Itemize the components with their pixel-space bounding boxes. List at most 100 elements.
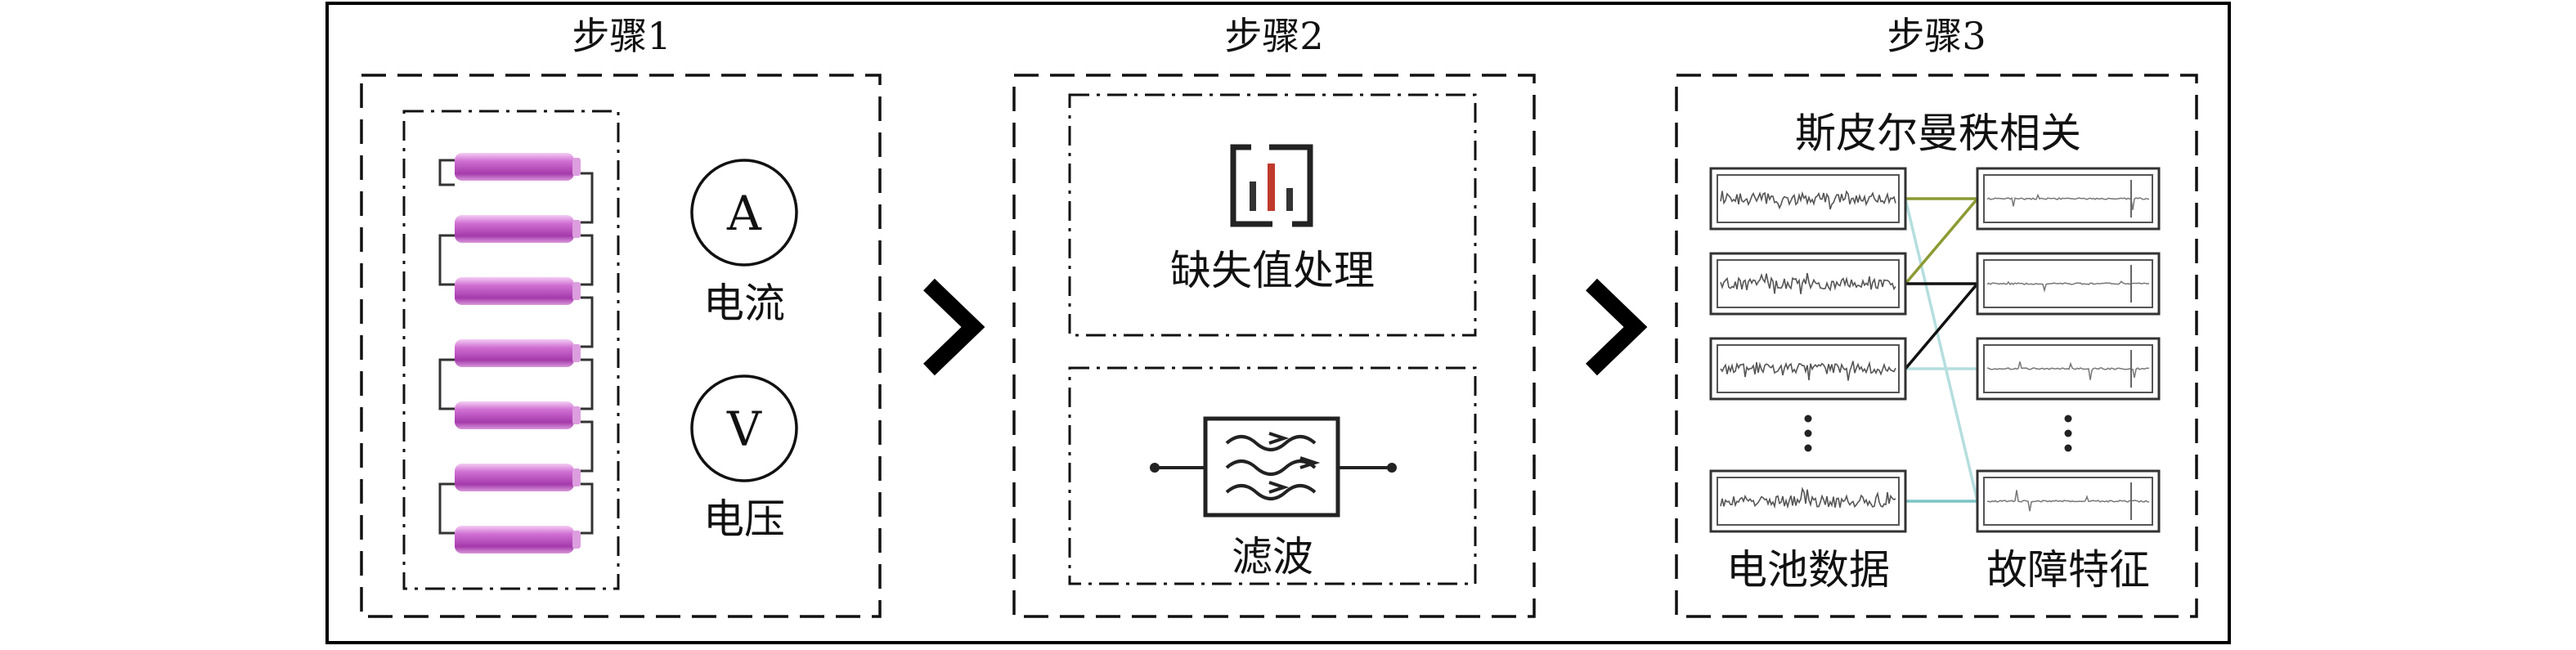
correlation-links (1904, 197, 1979, 503)
step2-panel: 缺失值处理 滤波 (1012, 74, 1536, 618)
step3-frame (1675, 74, 2198, 618)
icon-bracket-left (1230, 144, 1272, 227)
step1-title: 步骤1 (572, 14, 671, 58)
battery-body (455, 464, 574, 491)
link-l3-r2 (1904, 282, 1979, 370)
battery-signal-box (1709, 469, 1907, 533)
battery-body (455, 215, 574, 243)
outer-frame (325, 2, 2231, 644)
icon-bar-highlight (1268, 164, 1275, 211)
step1-frame (360, 74, 882, 618)
fault-feature-box (1976, 252, 2161, 316)
battery-terminal (572, 406, 581, 424)
battery-terminal (572, 158, 581, 176)
ellipsis-dot (1804, 444, 1812, 452)
chevron-right-icon (923, 278, 985, 376)
wire-right-3-4 (581, 296, 594, 348)
signal-box-inner (1717, 477, 1900, 526)
filter-icon (1150, 416, 1397, 518)
battery-terminal (572, 220, 581, 238)
link-l2-r1 (1904, 197, 1979, 285)
fault-feature-wave (1986, 361, 2150, 380)
battery-pack-frame (402, 110, 620, 590)
fault-feature-box (1976, 469, 2161, 533)
battery-cell (455, 526, 581, 554)
battery-signal-wave (1720, 272, 1896, 294)
filter-wave-mid (1225, 459, 1317, 476)
wire-right-5-6 (581, 420, 594, 473)
battery-body (455, 277, 574, 305)
battery-signal-wave (1720, 190, 1896, 210)
battery-signal-box (1709, 252, 1907, 316)
fault-feature-box (1976, 337, 2161, 401)
battery-signal-box (1709, 167, 1907, 231)
missing-value-frame (1068, 93, 1477, 337)
signal-box-inner (1717, 259, 1900, 308)
missing-value-icon (1230, 144, 1313, 227)
chevron-right-icon (1586, 278, 1648, 376)
ellipsis-dot (1804, 429, 1812, 437)
step3-panel: 斯皮尔曼秩相关 电池数据 故障特征 (1675, 74, 2198, 618)
ammeter-icon (690, 159, 798, 267)
step2-title: 步骤2 (1224, 14, 1323, 58)
battery-signal-wave (1720, 361, 1896, 381)
wire-left-6-7 (438, 482, 455, 535)
fault-feature-box (1976, 167, 2161, 231)
filter-frame (1068, 366, 1477, 585)
battery-cell (455, 401, 581, 429)
icon-bar-left (1250, 182, 1256, 211)
voltage-label: 电压 (703, 495, 785, 543)
filter-wave-bottom (1225, 484, 1317, 500)
filter-arrow-mid (1299, 456, 1321, 469)
battery-cell (455, 153, 581, 181)
step3-title: 步骤3 (1887, 14, 1986, 58)
battery-terminal (572, 468, 581, 486)
battery-body (455, 401, 574, 429)
vertical-ellipsis-left (1804, 415, 1812, 452)
missing-value-label: 缺失值处理 (1170, 247, 1375, 294)
icon-bar-right (1286, 188, 1293, 211)
battery-data-label: 电池数据 (1726, 546, 1890, 594)
battery-terminal (572, 282, 581, 300)
battery-cell (455, 464, 581, 491)
wire-right-6-7 (581, 482, 594, 535)
battery-cell (455, 339, 581, 367)
filter-label: 滤波 (1232, 533, 1313, 581)
fault-feature-label: 故障特征 (1986, 546, 2150, 594)
voltmeter-symbol: V (726, 401, 762, 457)
battery-cell (455, 277, 581, 305)
current-label: 电流 (703, 280, 785, 327)
ellipsis-dot (2064, 429, 2072, 437)
wire-right-2-3 (581, 234, 594, 286)
wire-right-4-5 (581, 358, 594, 410)
battery-data-column (1709, 167, 1907, 533)
battery-cell (455, 215, 581, 243)
battery-body (455, 153, 574, 181)
fault-feature-wave (1986, 490, 2150, 512)
ellipsis-dot (1804, 415, 1812, 423)
battery-wires (438, 159, 594, 535)
wire-left-4-5 (438, 358, 455, 410)
wire-left-1-top (438, 159, 455, 186)
filter-output-dot (1387, 463, 1397, 473)
ammeter-symbol: A (726, 186, 762, 241)
battery-signal-wave (1720, 486, 1896, 509)
link-l1-r4 (1904, 198, 1979, 502)
battery-terminal (572, 344, 581, 362)
wire-left-2-3 (438, 234, 455, 286)
filter-arrow-bottom (1268, 481, 1290, 494)
icon-bracket-right (1269, 144, 1313, 227)
fault-feature-column (1976, 167, 2161, 533)
voltmeter-icon (690, 374, 798, 482)
filter-wave-top (1225, 435, 1317, 451)
fault-feature-wave (1986, 193, 2150, 210)
spearman-title: 斯皮尔曼秩相关 (1795, 110, 2081, 157)
vertical-ellipsis-right (2064, 415, 2072, 452)
filter-arrow-top (1268, 432, 1290, 445)
step1-panel: A 电流 V 电压 (360, 74, 882, 618)
battery-body (455, 526, 574, 554)
step2-frame (1012, 74, 1536, 618)
filter-input-dot (1150, 463, 1160, 473)
battery-signal-box (1709, 337, 1907, 401)
